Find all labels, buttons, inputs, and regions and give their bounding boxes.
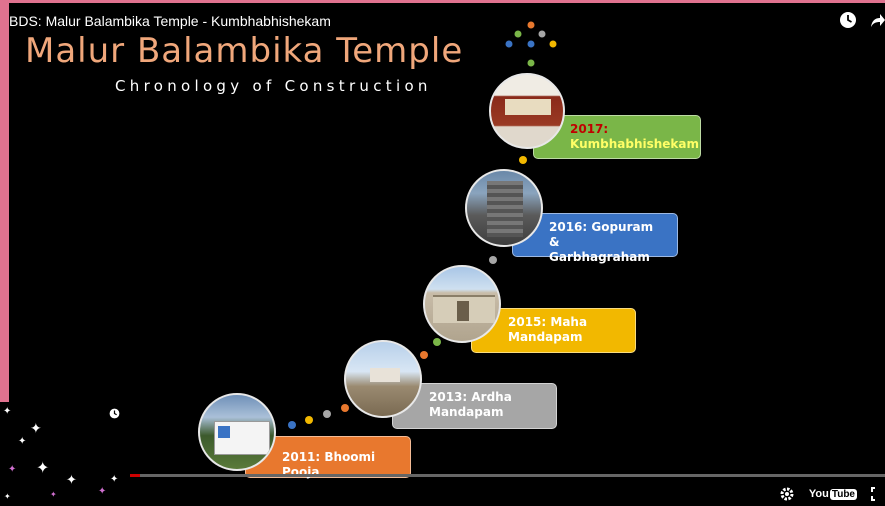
connector-dot [323,410,331,418]
milestone-2017-line2: Kumbhabhishekam [570,137,700,151]
fullscreen-icon[interactable] [871,487,881,501]
video-title[interactable]: BDS: Malur Balambika Temple - Kumbhabhis… [9,13,331,29]
connector-dot [341,404,349,412]
connector-dot [305,416,313,424]
clock-icon[interactable] [839,11,857,29]
sparkle-icon: ✦ [4,492,11,501]
progress-played [130,474,140,477]
bottom-controls: You Tube [779,486,881,502]
sparkle-icon: ✦ [3,406,12,417]
milestone-2013-photo [344,340,422,418]
milestone-2013-line1: 2013: Ardha [429,390,512,404]
milestone-2017-line1: 2017: [570,122,609,136]
connector-dot [489,256,497,264]
slide-title: Malur Balambika Temple [25,31,464,71]
progress-bar[interactable] [130,474,885,477]
milestone-2015-photo [423,265,501,343]
connector-dot [519,156,527,164]
share-icon[interactable] [869,11,885,29]
connector-dot [420,351,428,359]
decorative-dots [505,21,557,67]
sparkle-icon: ✦ [110,474,119,485]
connector-dot [433,338,441,346]
milestone-2015-line2: Mandapam [508,330,583,344]
milestone-2011-photo [198,393,276,471]
milestone-2016-line2: Garbhagraham [549,250,650,264]
youtube-logo-you: You [808,488,829,500]
top-controls [839,11,885,29]
sparkle-icon: ✦ [8,464,17,475]
sparkle-icon: ✦ [98,486,107,497]
youtube-logo-tube: Tube [829,488,857,500]
milestone-2016-line1: 2016: Gopuram & [549,220,654,249]
milestone-2013-line2: Mandapam [429,405,504,419]
connector-dot [288,421,296,429]
milestone-2015-label: 2015: Maha Mandapam [471,308,636,353]
milestone-2015-line1: 2015: Maha [508,315,588,329]
sparkle-icon: ✦ [18,436,27,447]
mini-player[interactable]: ✦ ✦ ✦ ✦ ✦ ✦ ✦ ✦ ✦ ✦ [0,402,130,506]
sparkle-icon: ✦ [30,420,42,436]
sparkle-icon: ✦ [66,472,77,487]
youtube-logo[interactable]: You Tube [809,488,857,500]
sparkle-icon: ✦ [50,490,57,499]
slide-subtitle: Chronology of Construction [115,77,432,95]
sparkle-icon: ✦ [36,460,50,477]
milestone-2017-photo [489,73,565,149]
milestone-2016-photo [465,169,543,247]
gear-icon[interactable] [779,486,795,502]
video-player[interactable]: BDS: Malur Balambika Temple - Kumbhabhis… [9,3,885,506]
clock-icon[interactable] [109,408,120,419]
